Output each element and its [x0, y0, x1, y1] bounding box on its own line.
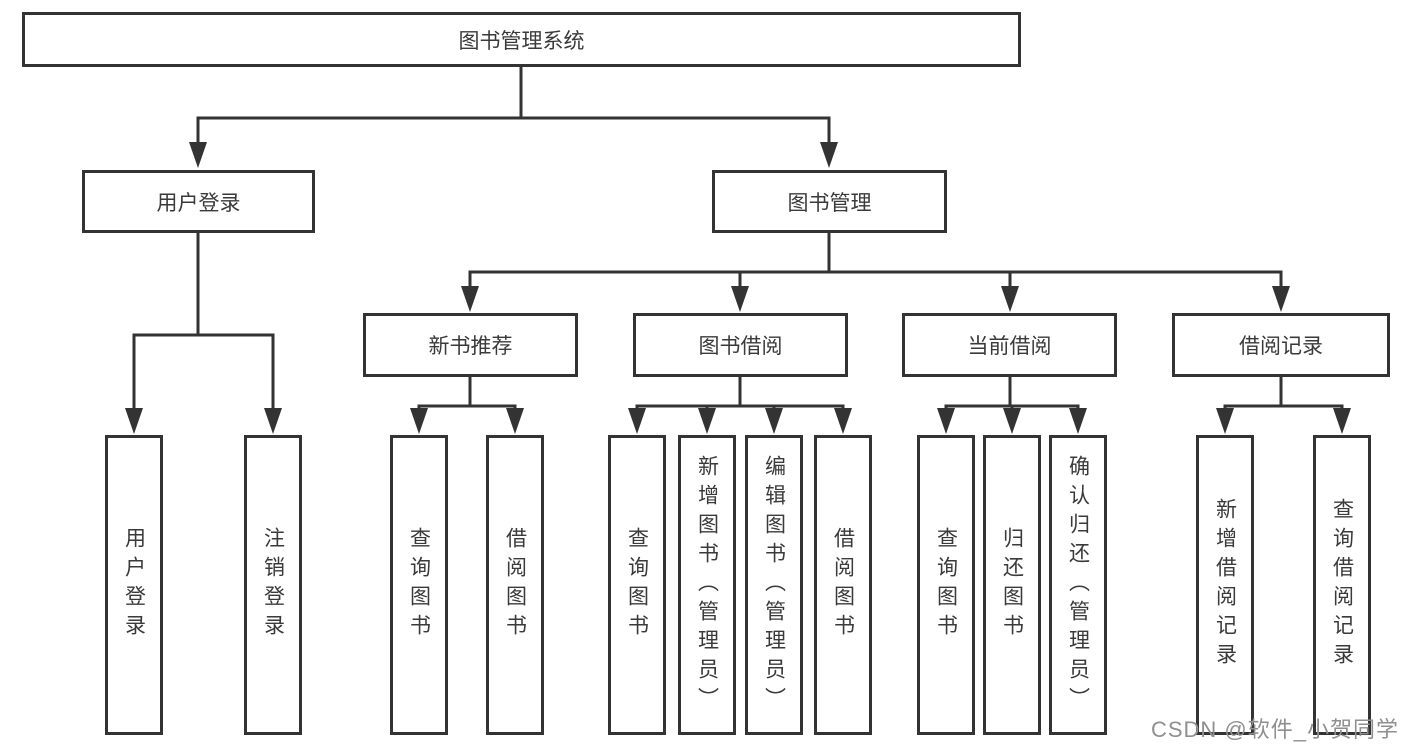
leaf-cb-return-book-label: 归还图书	[1000, 527, 1024, 643]
node-book-management: 图书管理	[712, 170, 947, 233]
node-user-login: 用户登录	[82, 170, 315, 233]
watermark: CSDN @软件_小贺同学	[1150, 717, 1399, 742]
leaf-br-query-record-label: 查询借阅记录	[1330, 498, 1354, 672]
leaf-br-add-record: 新增借阅记录	[1196, 435, 1254, 735]
node-user-login-label: 用户登录	[156, 191, 241, 215]
node-root-label: 图书管理系统	[458, 29, 585, 53]
leaf-cb-return-book: 归还图书	[983, 435, 1041, 735]
leaf-bb-borrow-book: 借阅图书	[814, 435, 872, 735]
node-book-management-label: 图书管理	[787, 191, 872, 215]
leaf-br-query-record: 查询借阅记录	[1313, 435, 1371, 735]
node-book-borrow-label: 图书借阅	[698, 335, 783, 358]
node-root: 图书管理系统	[22, 12, 1021, 67]
leaf-br-add-record-label: 新增借阅记录	[1213, 498, 1237, 672]
leaf-cb-confirm-return-admin: 确认归还（管理员）	[1049, 435, 1107, 735]
leaf-nbr-borrow-book: 借阅图书	[486, 435, 544, 735]
leaf-bb-edit-book-admin: 编辑图书（管理员）	[745, 435, 803, 735]
leaf-nbr-borrow-book-label: 借阅图书	[503, 527, 527, 643]
node-new-book-recommend: 新书推荐	[363, 313, 578, 377]
leaf-bb-query-book-label: 查询图书	[625, 527, 649, 643]
leaf-nbr-query-book-label: 查询图书	[407, 527, 431, 643]
leaf-cb-query-book: 查询图书	[917, 435, 975, 735]
leaf-nbr-query-book: 查询图书	[390, 435, 448, 735]
leaf-user-login: 用户登录	[105, 435, 163, 735]
node-borrow-record: 借阅记录	[1172, 313, 1390, 377]
leaf-bb-query-book: 查询图书	[608, 435, 666, 735]
leaf-bb-add-book-admin: 新增图书（管理员）	[678, 435, 736, 735]
node-book-borrow: 图书借阅	[633, 313, 848, 377]
leaf-cb-query-book-label: 查询图书	[934, 527, 958, 643]
node-borrow-record-label: 借阅记录	[1239, 335, 1323, 358]
node-new-book-recommend-label: 新书推荐	[428, 335, 513, 358]
node-current-borrow-label: 当前借阅	[967, 335, 1052, 358]
leaf-bb-add-book-admin-label: 新增图书（管理员）	[695, 454, 719, 716]
leaf-user-login-label: 用户登录	[122, 527, 146, 643]
leaf-cb-confirm-return-admin-label: 确认归还（管理员）	[1066, 454, 1090, 716]
leaf-bb-edit-book-admin-label: 编辑图书（管理员）	[762, 454, 786, 716]
arrowheads	[125, 142, 1351, 434]
node-current-borrow: 当前借阅	[902, 313, 1117, 377]
leaf-bb-borrow-book-label: 借阅图书	[831, 527, 855, 643]
leaf-logout: 注销登录	[244, 435, 302, 735]
leaf-logout-label: 注销登录	[261, 527, 285, 643]
